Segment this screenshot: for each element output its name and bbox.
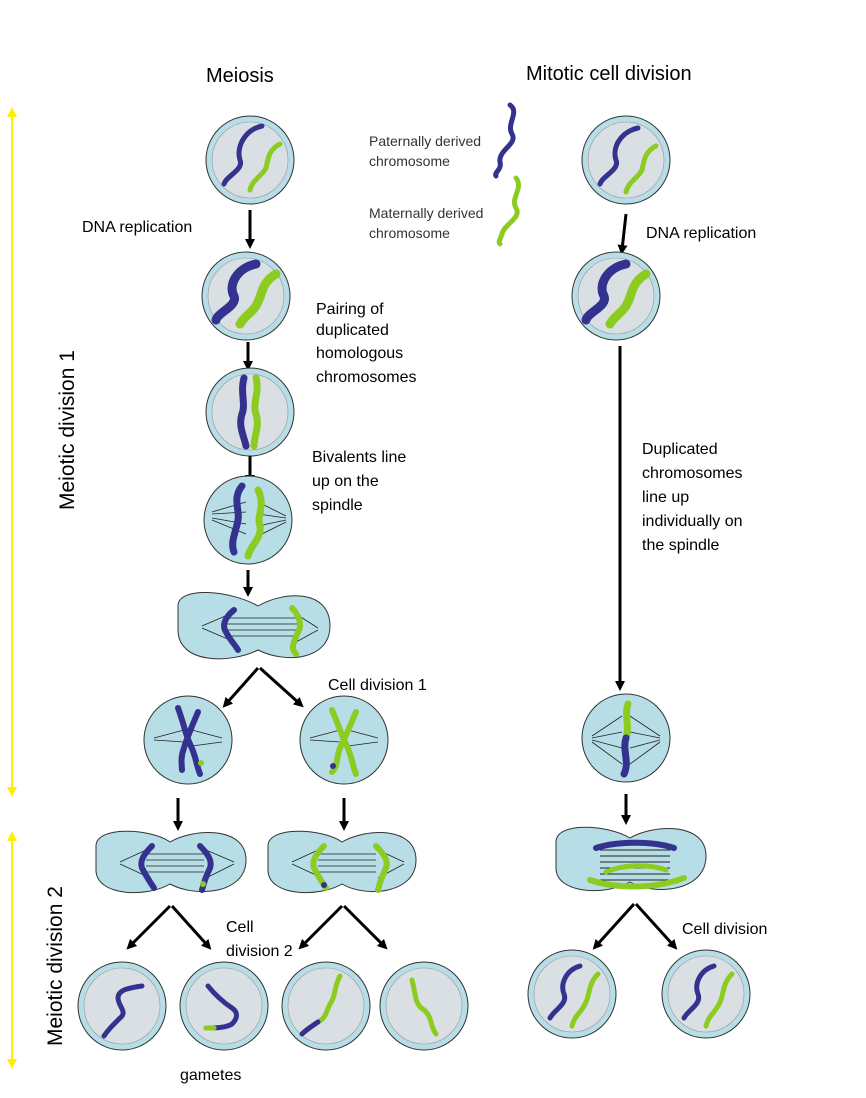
arrow-m2-right-b: [342, 904, 388, 950]
arrow-mitosis-branch-left: [592, 902, 636, 950]
meiosis-cell-anaphase: [177, 591, 331, 660]
cell-division-label: Cell division: [682, 921, 767, 938]
mitosis-cell-metaphase: [581, 693, 671, 783]
dna-replication-mitosis-label: DNA replication: [646, 225, 756, 242]
meiosis-daughter-cell-left: [143, 695, 233, 785]
arrow-mitosis-1: [617, 213, 628, 255]
meiosis-cell-replicated: [201, 251, 291, 341]
mitosis-daughter-cell-right: [661, 949, 751, 1039]
meiosis2-dividing-cell-right: [267, 830, 417, 894]
duplicated-line-up-label: Duplicated chromosomes line up individua…: [642, 441, 747, 554]
division2-label: Meiotic division 2: [44, 886, 67, 1046]
division1-label: Meiotic division 1: [56, 350, 79, 510]
gamete-3: [281, 961, 371, 1051]
meiosis-cell-spindle: [203, 475, 293, 565]
meiosis2-dividing-cell-left: [95, 830, 247, 894]
mitosis-cell-initial: [581, 115, 671, 205]
arrow-m2-left-b: [170, 904, 212, 950]
arrow-mitosis-branch-right: [634, 902, 678, 950]
gamete-1: [77, 961, 167, 1051]
pairing-label: Pairing of duplicated homologous chromos…: [316, 301, 416, 386]
legend-maternal-label: Maternally derived chromosome: [369, 205, 487, 241]
arrow-m2-left-a: [126, 904, 172, 950]
legend-paternal-label: Paternally derived chromosome: [369, 133, 485, 169]
arrow-meiosis-branch-left: [222, 667, 260, 708]
meiosis-cell-paired: [205, 367, 295, 457]
mitosis-heading: Mitotic cell division: [526, 63, 692, 85]
arrow-meiosis-branch-right: [258, 666, 304, 708]
mitosis-daughter-cell-left: [527, 949, 617, 1039]
arrow-m2-right-a: [298, 904, 344, 950]
gamete-2: [179, 961, 269, 1051]
dna-replication-meiosis-label: DNA replication: [82, 219, 192, 236]
gametes-label: gametes: [180, 1067, 241, 1084]
gamete-4: [379, 961, 469, 1051]
meiosis-cell-initial: [205, 115, 295, 205]
meiosis-daughter-cell-right: [299, 695, 389, 785]
mitosis-cell-replicated: [571, 251, 661, 341]
cell-division-1-label: Cell division 1: [328, 677, 427, 694]
legend-maternal-chromosome: [496, 175, 522, 247]
mitosis-cell-anaphase: [555, 826, 707, 892]
legend-paternal-chromosome: [493, 102, 517, 179]
meiosis-heading: Meiosis: [206, 65, 274, 87]
bivalents-label: Bivalents line up on the spindle: [312, 449, 411, 514]
cell-division-2-label: Cell division 2: [226, 919, 293, 960]
